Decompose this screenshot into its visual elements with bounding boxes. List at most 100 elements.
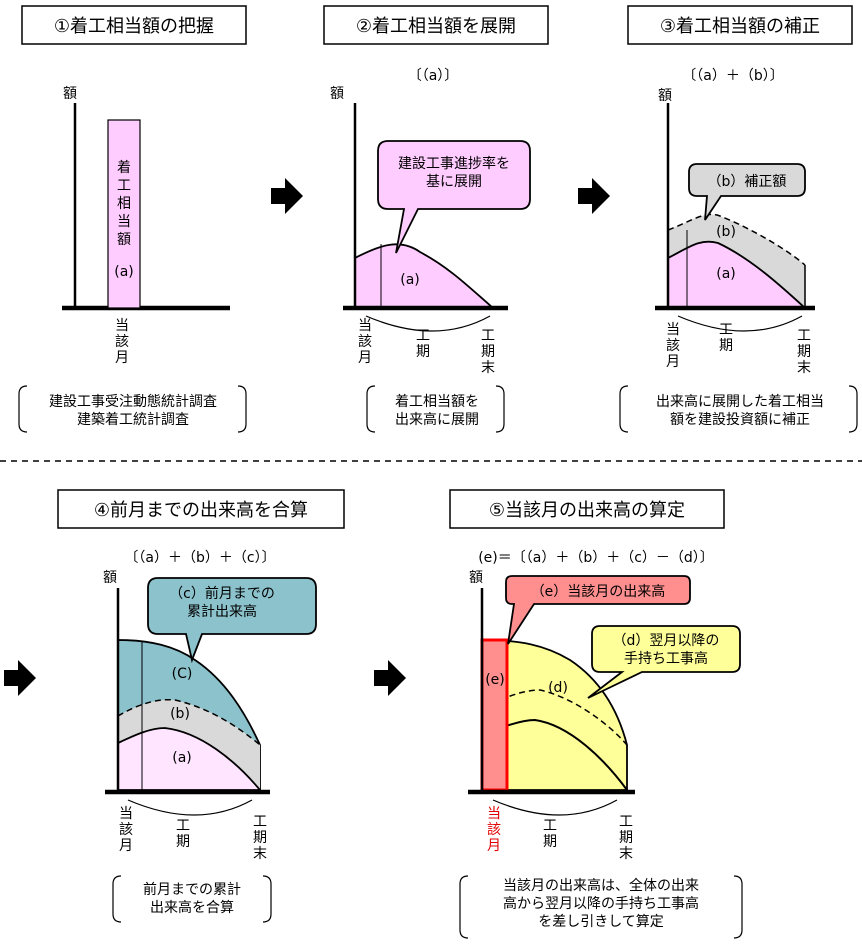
text-char: 末	[619, 846, 633, 862]
panel-4-callout-text: （c）前月までの累計出来高	[169, 585, 275, 620]
panel-5-area-label-e: (e)	[485, 672, 505, 688]
panel-3-x-mid: 工期	[719, 322, 733, 354]
text-char: 該	[666, 338, 680, 354]
panel-2-area-a	[354, 243, 496, 309]
panel-2-y-label: 額	[330, 86, 344, 102]
panel-5-callout-e-text: （e）当該月の出来高	[531, 583, 666, 600]
text-char: 期	[176, 834, 190, 850]
text-line: 額を建設投資額に補正	[670, 412, 810, 428]
panel-1-note: 建設工事受注動態統計調査建築着工統計調査	[49, 394, 217, 428]
panel-4-x-start: 当該月	[119, 806, 133, 854]
text-line: 前月までの累計	[143, 881, 241, 898]
text-char: 期	[719, 338, 733, 354]
panel-4-area-label-b: (b)	[170, 706, 190, 722]
text-char: 該	[358, 334, 372, 350]
panel-3-x-end: 工期末	[797, 328, 811, 376]
text-line: 出来高に展開した着工相当	[656, 393, 824, 410]
panel-5-note: 当該月の出来高は、全体の出来高から翌月以降の手持ち工事高を差し引きして算定	[503, 877, 699, 930]
panel-2-callout-text: 建設工事進捗率を基に展開	[398, 155, 510, 190]
panel-5-area-label-d: (d)	[548, 680, 568, 696]
panel-5-period-brace	[492, 799, 618, 816]
panel-4-area-label-c: (C)	[172, 666, 193, 682]
text-char: 末	[481, 360, 495, 376]
text-line: （c）前月までの	[169, 585, 275, 602]
panel-3-callout-text: （b）補正額	[708, 174, 787, 190]
panel-1-bar-label: 着工相当額	[117, 160, 131, 248]
panel-1-note-bracket	[18, 385, 247, 433]
panel-4-note-bracket	[112, 875, 272, 923]
panel-3-period-brace	[677, 315, 803, 332]
panel-5-callout-d	[587, 625, 741, 699]
panel-5-callout-d-text: （d）翌月以降の手持ち工事高	[613, 633, 720, 667]
panel-5-x-mid: 工期	[543, 818, 557, 850]
panel-3-x-start: 当該月	[666, 322, 680, 370]
panel-2-callout	[377, 140, 531, 254]
panel-5-note-bracket	[459, 875, 743, 939]
panel-2: ②着工相当額を展開 〔（a）〕 額 (a) 建設工事進捗率を基に展開 当該月 工…	[323, 5, 549, 433]
panel-2-title: ②着工相当額を展開	[356, 16, 516, 37]
panel-1-bar-sub: (a)	[114, 264, 134, 280]
text-char: 期	[797, 344, 811, 360]
bar-label-char: 額	[117, 232, 131, 248]
bar-label-char: 工	[117, 178, 131, 194]
panel-2-area-label: (a)	[400, 272, 420, 288]
bar-label-char: 着	[117, 160, 131, 176]
panel-5-y-label: 額	[469, 570, 483, 586]
text-char: 当	[358, 318, 372, 334]
panel-4-x-mid: 工期	[176, 818, 190, 850]
panel-4-callout	[147, 577, 317, 664]
text-line: 高から翌月以降の手持ち工事高	[503, 895, 699, 912]
text-line: 累計出来高	[187, 603, 257, 620]
text-char: 期	[253, 830, 267, 846]
panel-5-x-end: 工期末	[619, 814, 633, 862]
panel-4-dashed-line	[117, 698, 261, 746]
panel-5-area-d	[481, 639, 628, 791]
text-char: 該	[115, 334, 129, 350]
panel-3-callout	[688, 163, 806, 221]
panel-3-area-label-a: (a)	[716, 266, 736, 282]
text-char: 当	[115, 318, 129, 334]
text-char: 該	[487, 822, 501, 838]
panel-5: ⑤当該月の出来高の算定 (e)＝〔（a）＋（b）＋（c）－（d）〕 額 (e) …	[449, 489, 743, 939]
text-char: 期	[543, 834, 557, 850]
text-char: 工	[416, 328, 430, 344]
panel-4-note: 前月までの累計出来高を合算	[143, 881, 241, 916]
panel-3: ③着工相当額の補正 〔（a）＋（b）〕 額 (b) (a) （b）補正額 当該月…	[619, 5, 858, 433]
text-char: 月	[115, 350, 129, 366]
text-line: 建設工事受注動態統計調査	[49, 394, 217, 410]
text-line: 着工相当額を	[395, 394, 479, 410]
panel-4-area-label-a: (a)	[172, 750, 192, 766]
text-char: 末	[797, 360, 811, 376]
panel-4-area-a	[117, 727, 262, 791]
arrow-icon	[271, 178, 303, 214]
text-char: 当	[487, 806, 501, 822]
panel-2-period-brace	[365, 315, 491, 332]
panel-2-x-mid: 工期	[416, 328, 430, 360]
text-char: 工	[719, 322, 733, 338]
panel-2-note: 着工相当額を出来高に展開	[395, 394, 479, 428]
text-line: 出来高に展開	[395, 411, 479, 428]
text-char: 該	[119, 822, 133, 838]
text-char: 工	[543, 818, 557, 834]
panel-1: ①着工相当額の把握 額 着工相当額 (a) 当該月 建設工事受注動態統計調査建築…	[18, 5, 247, 433]
text-char: 工	[797, 328, 811, 344]
panel-4-y-label: 額	[103, 570, 117, 586]
panel-4-period-brace	[127, 799, 253, 816]
text-char: 期	[416, 344, 430, 360]
text-char: 工	[253, 814, 267, 830]
panel-4: ④前月までの出来高を合算 〔（a）＋（b）＋（c）〕 額 (C) (b) (a)…	[57, 489, 345, 923]
text-line: 建設工事進捗率を	[398, 155, 510, 172]
panel-3-area-a	[667, 240, 808, 309]
text-line: 手持ち工事高	[624, 650, 708, 667]
arrow-icon	[374, 660, 406, 696]
text-char: 当	[666, 322, 680, 338]
text-char: 月	[358, 350, 372, 366]
panel-3-formula: 〔（a）＋（b）〕	[682, 68, 783, 84]
panel-3-title: ③着工相当額の補正	[660, 16, 820, 37]
text-line: 出来高を合算	[150, 899, 234, 916]
panel-1-title: ①着工相当額の把握	[54, 16, 214, 37]
text-char: 工	[619, 814, 633, 830]
text-line: を差し引きして算定	[538, 914, 664, 930]
panel-1-y-label: 額	[63, 86, 77, 102]
